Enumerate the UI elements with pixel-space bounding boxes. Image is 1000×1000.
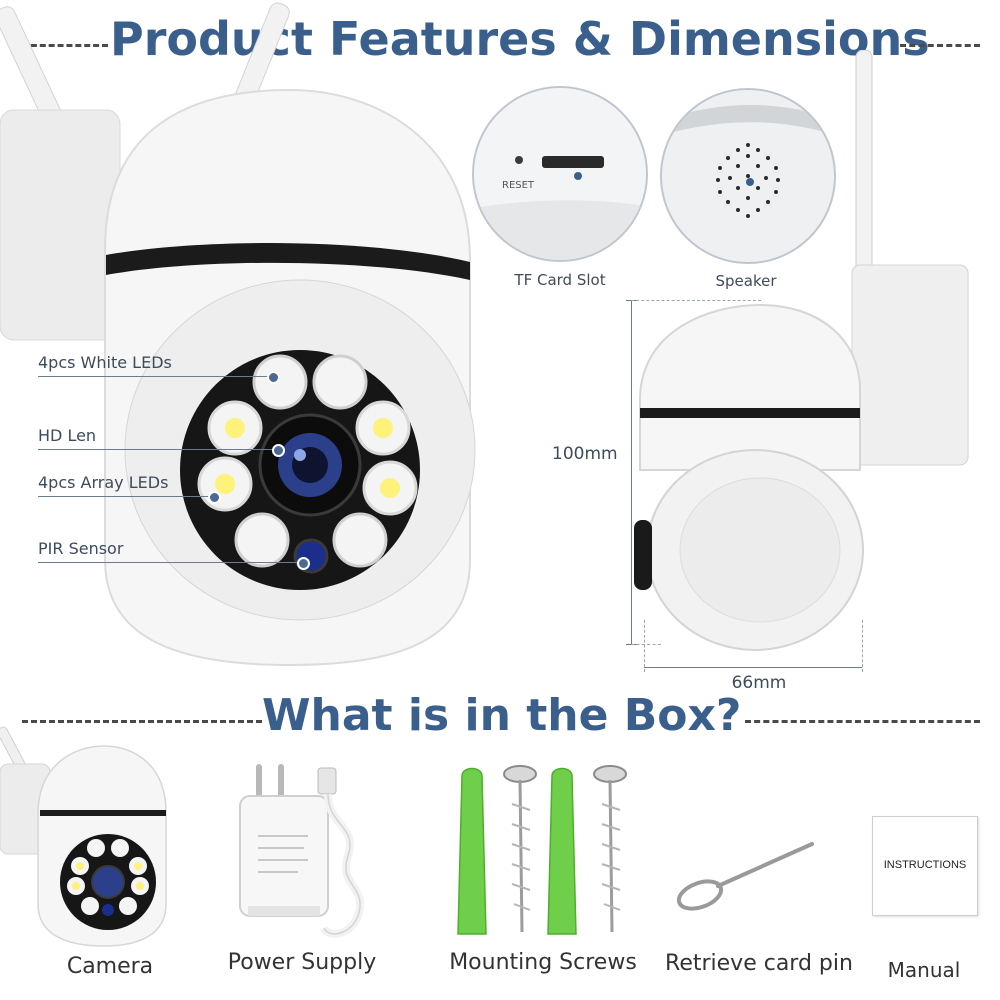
hd-len-dot (272, 444, 285, 457)
array-leds-line (38, 496, 212, 497)
width-tick-right (862, 620, 863, 672)
hd-len-label: HD Len (38, 426, 97, 445)
tf-card-slot-zoom: RESET (472, 86, 648, 262)
speaker-caption: Speaker (715, 272, 777, 290)
array-leds-dot (208, 491, 221, 504)
hd-len-line (38, 449, 278, 450)
pir-sensor-dot (297, 557, 310, 570)
height-label: 100mm (552, 444, 618, 464)
box-power-supply-caption: Power Supply (227, 950, 377, 975)
box-dash-right (745, 720, 980, 723)
box-mounting-screws-image (450, 764, 630, 944)
box-card-pin-caption: Retrieve card pin (665, 951, 853, 976)
pir-sensor-line (38, 562, 302, 563)
box-dash-left (22, 720, 262, 723)
reset-label: RESET (502, 180, 535, 191)
box-heading: What is in the Box? (262, 690, 742, 741)
heading-dash-right (900, 44, 980, 47)
box-manual-caption: Manual (887, 958, 961, 982)
height-dimension-line (631, 300, 632, 644)
white-leds-dot (267, 371, 280, 384)
box-power-supply-image (228, 756, 388, 946)
width-tick-left (644, 620, 645, 672)
white-leds-line (38, 376, 272, 377)
array-leds-label: 4pcs Array LEDs (38, 473, 169, 492)
manual-cover-text: INSTRUCTIONS (883, 859, 967, 871)
pir-sensor-label: PIR Sensor (38, 539, 124, 558)
box-camera-image (0, 724, 170, 954)
height-guide-top (631, 300, 761, 301)
camera-side-image (620, 50, 1000, 670)
heading-dash-left (22, 44, 108, 47)
tf-card-slot-caption: TF Card Slot (514, 271, 606, 289)
features-heading: Product Features & Dimensions (110, 12, 930, 66)
camera-front-image (0, 0, 480, 680)
speaker-zoom (660, 88, 836, 264)
box-manual-image: INSTRUCTIONS (872, 816, 978, 916)
box-card-pin-image (670, 840, 820, 920)
height-guide-bottom (631, 644, 661, 645)
width-label: 66mm (731, 673, 787, 693)
white-leds-label: 4pcs White LEDs (38, 353, 172, 372)
box-camera-caption: Camera (66, 954, 154, 979)
width-dimension-line (644, 667, 862, 668)
box-mounting-screws-caption: Mounting Screws (449, 950, 637, 975)
